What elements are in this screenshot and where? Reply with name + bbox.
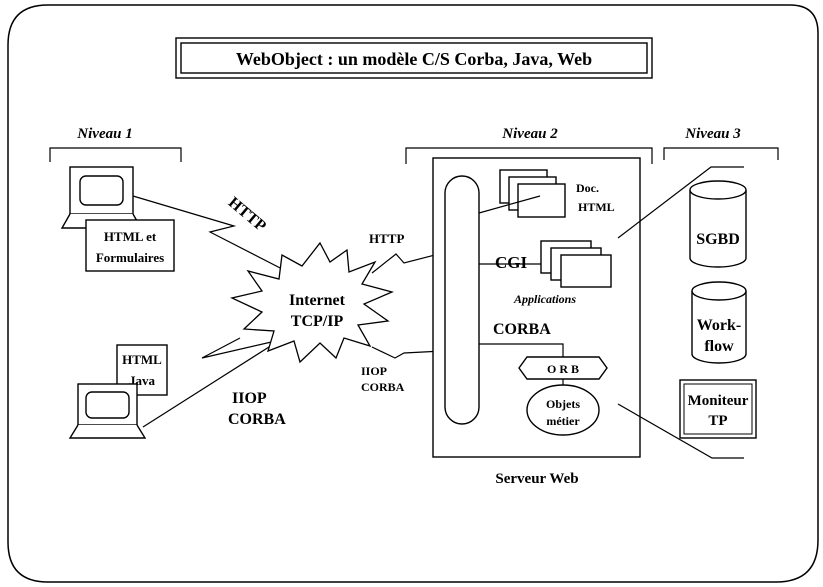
svg-text:HTML et: HTML et — [104, 229, 157, 244]
computer-icon-1 — [60, 166, 143, 229]
orb-label: O R B — [547, 362, 579, 376]
client-1-label-box: HTML et Formulaires — [85, 219, 175, 272]
moniteur-tp-box: Moniteur TP — [679, 379, 757, 439]
computer-icon-2 — [68, 383, 147, 439]
niveau-2-bracket — [405, 147, 653, 164]
serveur-web-label: Serveur Web — [495, 471, 578, 487]
http-protocol-label: HTTP — [225, 194, 269, 235]
applications-label: Applications — [513, 292, 576, 306]
niveau-1-label: Niveau 1 — [76, 126, 132, 142]
moniteur-label: Moniteur — [688, 393, 749, 409]
svg-text:HTML: HTML — [122, 352, 162, 367]
corba-server-label: CORBA — [361, 380, 405, 394]
niveau-2-label: Niveau 2 — [501, 126, 558, 142]
workflow-label-2: flow — [704, 338, 734, 355]
cgi-applications-pages — [540, 240, 612, 288]
slide-frame — [7, 4, 819, 583]
orb-bus — [518, 356, 608, 380]
objets-metier-node — [526, 384, 600, 436]
niveau-3-bracket — [663, 147, 779, 160]
iiop-link-bolt — [142, 337, 281, 428]
sgbd-label: SGBD — [696, 231, 740, 248]
tier3-top-connector — [617, 166, 744, 239]
workflow-database-icon: Work- flow — [691, 281, 747, 364]
tier3-bottom-connector — [617, 403, 744, 459]
niveau-1-bracket — [49, 147, 182, 162]
corba-protocol-label: CORBA — [228, 411, 286, 428]
workflow-label-1: Work- — [697, 317, 741, 334]
internet-label: Internet — [289, 292, 346, 309]
tcpip-label: TCP/IP — [291, 313, 344, 330]
doc-label: Doc. — [576, 181, 599, 195]
iiop-server-label: IIOP — [361, 364, 387, 378]
svg-text:Formulaires: Formulaires — [96, 250, 164, 265]
tp-label: TP — [708, 413, 727, 429]
corba-label: CORBA — [493, 321, 551, 338]
objets-label: Objets — [546, 397, 580, 411]
doc-html-pages — [499, 169, 566, 218]
html-label: HTML — [578, 200, 615, 214]
doc-connector — [478, 195, 541, 214]
title-text: WebObject : un modèle C/S Corba, Java, W… — [236, 49, 592, 69]
niveau-3-label: Niveau 3 — [684, 126, 741, 142]
title-box: WebObject : un modèle C/S Corba, Java, W… — [175, 37, 653, 79]
http-link-bolt — [132, 195, 289, 273]
corba-connector — [479, 343, 564, 358]
metier-label: métier — [546, 414, 580, 428]
sgbd-database-icon: SGBD — [689, 180, 747, 268]
internet-cloud — [230, 241, 394, 364]
http-server-label: HTTP — [369, 231, 404, 246]
iiop-protocol-label: IIOP — [232, 390, 267, 407]
server-bus — [444, 175, 480, 425]
cgi-label: CGI — [495, 253, 528, 272]
